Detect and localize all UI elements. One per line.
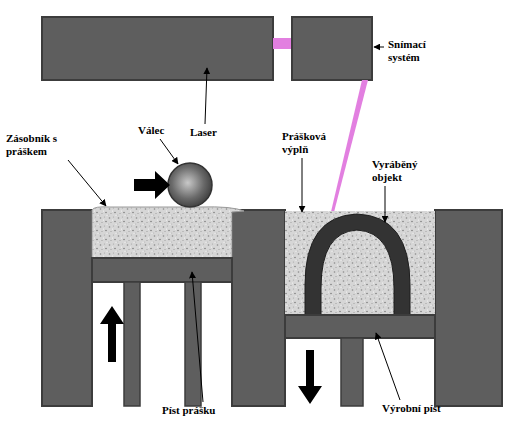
laser-beam: [273, 38, 293, 49]
leader-line: [385, 186, 386, 222]
down-arrow: [298, 350, 322, 404]
leader-line: [376, 333, 400, 400]
scanner-box: [292, 17, 372, 80]
wall: [42, 210, 92, 406]
powder-piston: [92, 258, 232, 282]
scanned-beam: [330, 80, 368, 216]
build-piston: [285, 315, 435, 338]
part-label: Vyráběný objekt: [372, 158, 432, 184]
leader-line: [160, 139, 178, 164]
laser-box: [42, 17, 273, 80]
powder-bed: [285, 211, 435, 315]
wall: [435, 210, 502, 406]
roller: [168, 163, 212, 207]
leader-line: [205, 68, 207, 124]
part-label: Výrobní píst: [382, 402, 462, 415]
piston-rod: [341, 338, 363, 406]
part-label: Píst prášku: [162, 404, 242, 417]
leader-line: [374, 47, 384, 48]
leader-line: [302, 158, 303, 212]
powder-reservoir: [92, 207, 244, 258]
piston-rod: [185, 282, 201, 406]
piston-rod: [124, 282, 140, 406]
part-label: Prášková výplň: [282, 130, 342, 156]
wall: [232, 210, 285, 406]
part-label: Snímací systém: [388, 38, 448, 64]
leader-line: [68, 160, 106, 206]
up-arrow: [100, 306, 124, 362]
roller-direction-arrow: [134, 171, 170, 199]
built-object: [305, 214, 410, 315]
leader-line: [192, 272, 203, 402]
part-label: Zásobník s práškem: [6, 132, 86, 158]
part-label: Válec: [138, 124, 178, 137]
part-label: Laser: [190, 126, 230, 139]
